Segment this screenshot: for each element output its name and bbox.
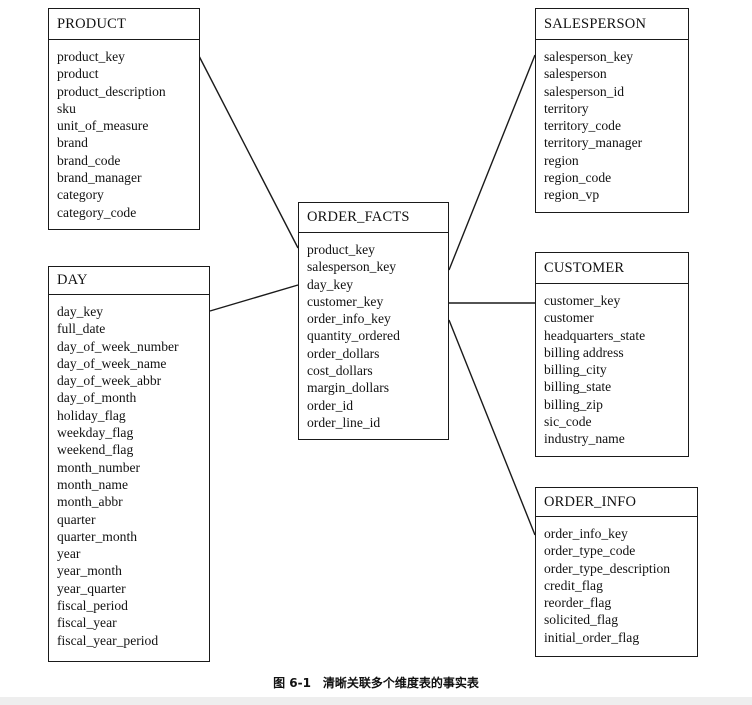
field-salesperson: salesperson <box>544 66 607 82</box>
field-quantity-ordered: quantity_ordered <box>307 328 400 344</box>
field-headquarters-state: headquarters_state <box>544 327 646 343</box>
field-salesperson-key: salesperson_key <box>307 259 397 275</box>
field-quarter: quarter <box>57 511 96 527</box>
order-facts-table-title: ORDER_FACTS <box>299 203 448 233</box>
order-facts-table: ORDER_FACTS product_key salesperson_key … <box>298 202 449 440</box>
field-customer-key: customer_key <box>307 293 384 309</box>
field-customer: customer <box>544 310 594 326</box>
field-billing-zip: billing_zip <box>544 396 603 412</box>
field-billing-city: billing_city <box>544 362 607 378</box>
field-quarter-month: quarter_month <box>57 528 138 544</box>
field-margin-dollars: margin_dollars <box>307 380 390 396</box>
field-billing-state: billing_state <box>544 379 612 395</box>
customer-field-list: customer_key customer headquarters_state… <box>536 284 688 448</box>
figure-caption: 图 6-1 清晰关联多个维度表的事实表 <box>273 676 479 690</box>
field-sic-code: sic_code <box>544 414 592 430</box>
field-day-key: day_key <box>307 276 354 292</box>
link-product-to-order-facts <box>198 55 299 249</box>
field-customer-key: customer_key <box>544 293 621 308</box>
field-region-vp: region_vp <box>544 187 600 203</box>
field-weekend-flag: weekend_flag <box>57 442 134 458</box>
link-day-to-order-facts <box>209 284 299 312</box>
salesperson-table-title: SALESPERSON <box>536 9 688 40</box>
field-order-info-key: order_info_key <box>544 526 628 541</box>
product-field-list: product_key product product_description … <box>49 40 199 221</box>
field-territory: territory <box>544 100 589 116</box>
field-fiscal-year: fiscal_year <box>57 615 117 631</box>
day-table-title: DAY <box>49 267 209 295</box>
field-region: region <box>544 152 579 168</box>
field-order-line-id: order_line_id <box>307 414 381 430</box>
product-table-title: PRODUCT <box>49 9 199 40</box>
field-holiday-flag: holiday_flag <box>57 407 126 423</box>
field-month-name: month_name <box>57 476 128 492</box>
field-order-id: order_id <box>307 397 354 413</box>
field-order-type-description: order_type_description <box>544 560 671 576</box>
day-table: DAY day_key full_date day_of_week_number… <box>48 266 210 662</box>
field-product: product <box>57 66 99 82</box>
field-category: category <box>57 187 104 203</box>
link-salesperson-to-order-facts <box>448 54 536 271</box>
day-field-list: day_key full_date day_of_week_number day… <box>49 295 209 649</box>
field-day-of-month: day_of_month <box>57 390 137 406</box>
field-brand-manager: brand_manager <box>57 170 142 186</box>
field-initial-order-flag: initial_order_flag <box>544 629 640 645</box>
field-day-of-week-number: day_of_week_number <box>57 338 179 354</box>
field-year-quarter: year_quarter <box>57 580 126 596</box>
field-salesperson-id: salesperson_id <box>544 83 625 99</box>
field-product-key: product_key <box>307 242 375 257</box>
field-reorder-flag: reorder_flag <box>544 595 612 611</box>
field-order-type-code: order_type_code <box>544 543 636 559</box>
field-territory-code: territory_code <box>544 118 621 134</box>
field-order-dollars: order_dollars <box>307 345 380 361</box>
field-product-key: product_key <box>57 49 125 64</box>
field-brand-code: brand_code <box>57 152 121 168</box>
field-unit-of-measure: unit_of_measure <box>57 118 149 134</box>
salesperson-table: SALESPERSON salesperson_key salesperson … <box>535 8 689 213</box>
field-day-of-week-name: day_of_week_name <box>57 355 167 371</box>
field-cost-dollars: cost_dollars <box>307 363 373 379</box>
field-order-info-key: order_info_key <box>307 311 391 327</box>
order-info-table: ORDER_INFO order_info_key order_type_cod… <box>535 487 698 657</box>
customer-table: CUSTOMER customer_key customer headquart… <box>535 252 689 457</box>
field-industry-name: industry_name <box>544 431 625 447</box>
link-order-info-to-order-facts <box>448 319 536 536</box>
salesperson-field-list: salesperson_key salesperson salesperson_… <box>536 40 688 204</box>
order-info-field-list: order_info_key order_type_code order_typ… <box>536 517 697 646</box>
field-salesperson-key: salesperson_key <box>544 49 634 64</box>
field-billing-address: billing address <box>544 344 624 360</box>
order-facts-field-list: product_key salesperson_key day_key cust… <box>299 233 448 431</box>
field-product-description: product_description <box>57 83 166 99</box>
field-year: year <box>57 546 81 562</box>
field-solicited-flag: solicited_flag <box>544 612 618 628</box>
field-day-key: day_key <box>57 304 104 319</box>
field-credit-flag: credit_flag <box>544 577 603 593</box>
field-region-code: region_code <box>544 170 612 186</box>
field-day-of-week-abbr: day_of_week_abbr <box>57 373 162 389</box>
order-info-table-title: ORDER_INFO <box>536 488 697 517</box>
page-bottom-strip <box>0 697 752 705</box>
product-table: PRODUCT product_key product product_desc… <box>48 8 200 230</box>
field-full-date: full_date <box>57 321 106 337</box>
field-fiscal-year-period: fiscal_year_period <box>57 632 159 648</box>
field-fiscal-period: fiscal_period <box>57 598 128 614</box>
field-brand: brand <box>57 135 88 151</box>
field-year-month: year_month <box>57 563 122 579</box>
field-month-abbr: month_abbr <box>57 494 123 510</box>
field-category-code: category_code <box>57 204 137 220</box>
customer-table-title: CUSTOMER <box>536 253 688 284</box>
field-sku: sku <box>57 100 76 116</box>
field-territory-manager: territory_manager <box>544 135 643 151</box>
field-month-number: month_number <box>57 459 141 475</box>
field-weekday-flag: weekday_flag <box>57 425 134 441</box>
